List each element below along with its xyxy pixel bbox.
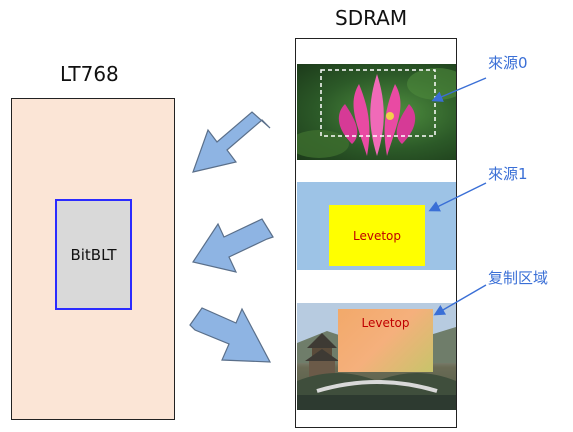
write-copy-arrow: [189, 307, 272, 363]
copy-region-pointer-arrow: [433, 284, 487, 316]
copy-region-label: 复制区域: [488, 269, 549, 287]
source0-image: [297, 64, 456, 160]
source0-label: 來源0: [488, 54, 528, 72]
read-source1-arrow: [192, 218, 274, 273]
copy-region-text: Levetop: [361, 316, 410, 330]
bitblt-engine: BitBLT: [55, 199, 132, 310]
copy-region-overlay: Levetop: [338, 309, 433, 372]
sdram-title: SDRAM: [335, 6, 408, 30]
source1-label: 來源1: [488, 165, 528, 183]
read-source0-arrow: [192, 111, 271, 173]
lt768-block: [11, 98, 175, 420]
source1-box: Levetop: [329, 205, 425, 266]
source1-text: Levetop: [352, 228, 401, 243]
source0-pointer-arrow: [431, 77, 487, 102]
lotus-flower-icon: [297, 68, 456, 158]
source1-pointer-arrow: [428, 182, 487, 212]
bitblt-label: BitBLT: [70, 245, 117, 264]
lt768-title: LT768: [60, 62, 119, 86]
